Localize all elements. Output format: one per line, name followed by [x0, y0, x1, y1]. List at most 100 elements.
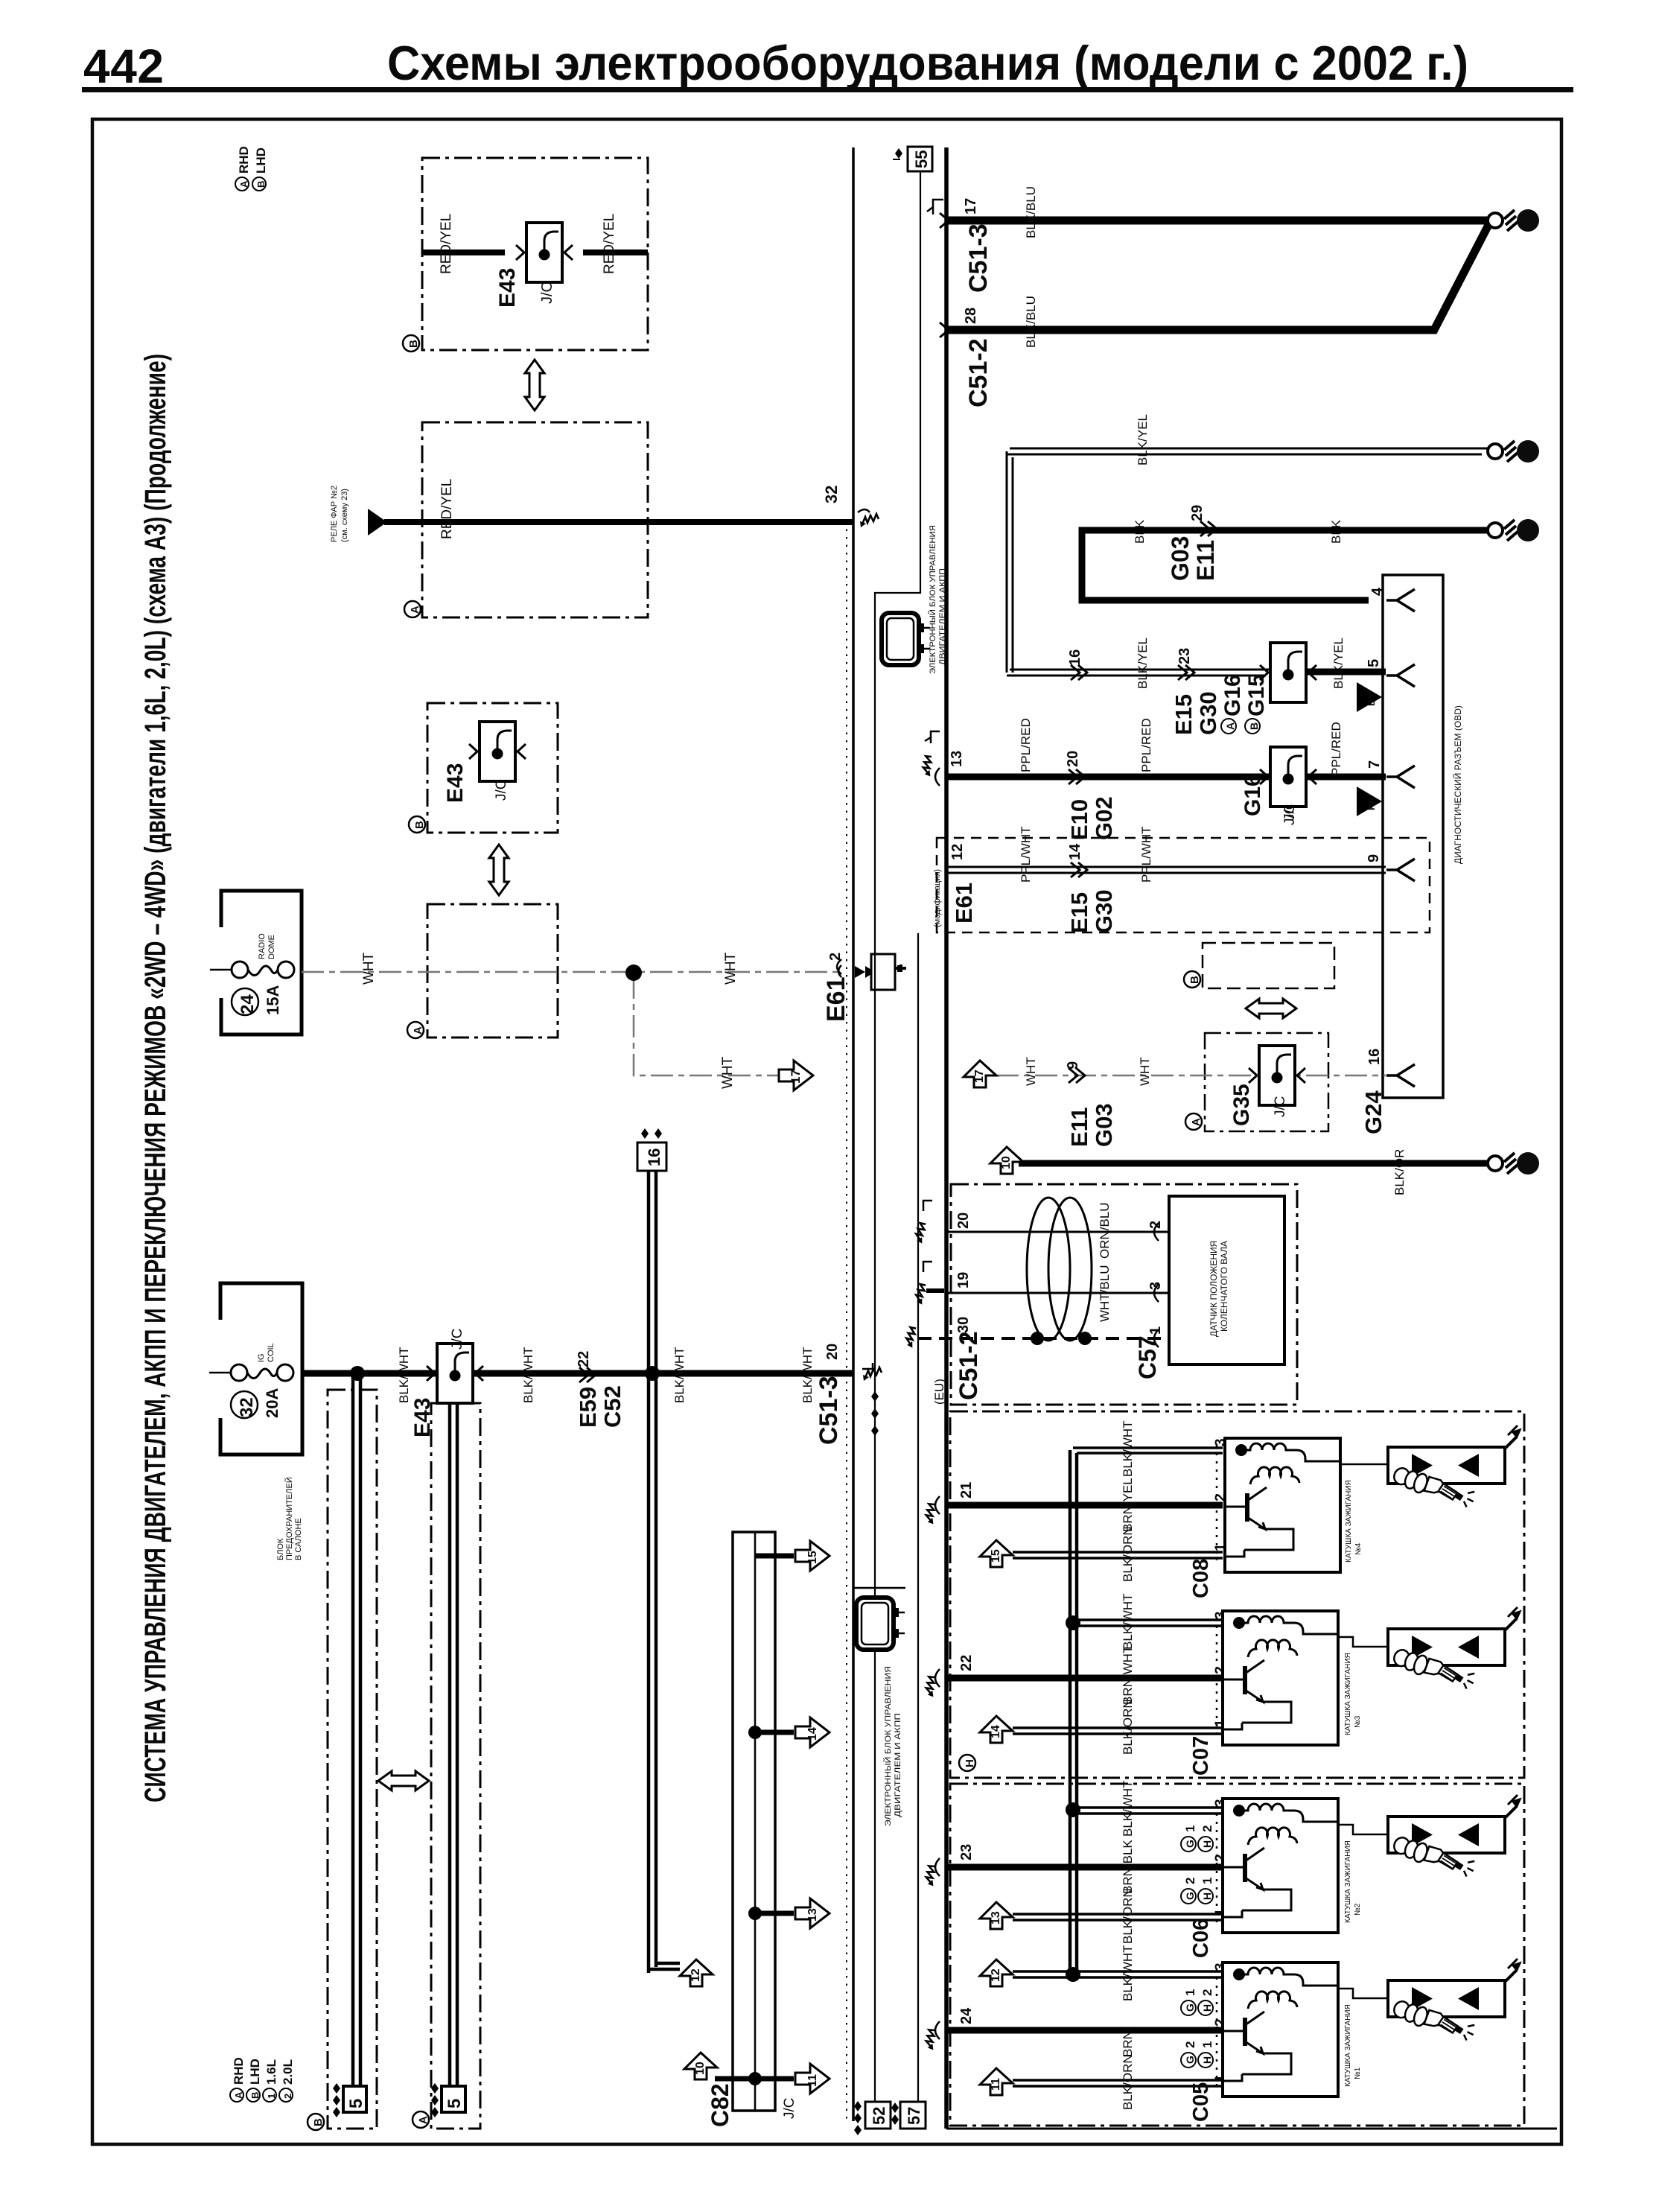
svg-text:BLK/WHT: BLK/WHT	[800, 1347, 815, 1403]
svg-text:КАТУШКА ЗАЖИГАНИЯ: КАТУШКА ЗАЖИГАНИЯ	[1344, 1653, 1352, 1735]
svg-text:H: H	[1201, 2056, 1213, 2064]
svg-text:J/C: J/C	[539, 282, 555, 304]
svg-text:11: 11	[806, 2074, 819, 2087]
svg-text:17: 17	[963, 198, 979, 214]
svg-text:20A: 20A	[263, 1388, 281, 1418]
svg-text:2: 2	[1213, 1666, 1229, 1674]
svg-text:1.6L: 1.6L	[264, 2059, 278, 2085]
svg-text:H: H	[1201, 1892, 1213, 1900]
svg-text:C51-3: C51-3	[815, 1376, 843, 1445]
svg-text:G03: G03	[1091, 1103, 1117, 1147]
svg-text:16: 16	[645, 1148, 663, 1166]
svg-text:2: 2	[1213, 2018, 1229, 2027]
svg-text:BRN/WHT: BRN/WHT	[1121, 1646, 1135, 1705]
svg-text:BLK/YEL: BLK/YEL	[1136, 414, 1150, 465]
svg-text:J/C: J/C	[1282, 804, 1298, 826]
svg-text:2: 2	[1147, 1221, 1164, 1229]
svg-text:442: 442	[83, 39, 164, 93]
svg-text:1: 1	[1200, 1878, 1214, 1884]
svg-text:16: 16	[1067, 649, 1083, 666]
svg-text:1: 1	[1213, 1543, 1229, 1551]
svg-text:RED/YEL: RED/YEL	[602, 214, 617, 274]
svg-text:J/C: J/C	[782, 2098, 797, 2120]
svg-text:13: 13	[949, 751, 965, 767]
svg-text:B: B	[1248, 722, 1260, 730]
svg-text:3: 3	[1213, 1438, 1229, 1446]
svg-text:WHT: WHT	[1024, 1057, 1038, 1086]
svg-text:G16: G16	[1241, 774, 1265, 816]
svg-text:Схемы электрооборудования (мод: Схемы электрооборудования (модели с 2002…	[387, 36, 1468, 90]
svg-text:ДВИГАТЕЛЕМ И АКПП: ДВИГАТЕЛЕМ И АКПП	[894, 1713, 902, 1817]
svg-text:В САЛОНЕ: В САЛОНЕ	[294, 1518, 303, 1560]
svg-text:PPL/WHT: PPL/WHT	[1019, 826, 1033, 883]
svg-text:H: H	[964, 1759, 976, 1767]
svg-text:24: 24	[958, 2007, 975, 2024]
svg-text:B: B	[407, 340, 420, 348]
svg-text:12: 12	[990, 1968, 1002, 1982]
svg-text:22: 22	[576, 1351, 592, 1367]
svg-text:24: 24	[238, 994, 258, 1014]
svg-text:14: 14	[990, 1725, 1002, 1738]
svg-text:20: 20	[824, 1344, 841, 1360]
svg-text:14: 14	[1067, 843, 1083, 860]
svg-text:14: 14	[806, 1727, 819, 1741]
svg-text:BLK/ORN: BLK/ORN	[1121, 1699, 1135, 1755]
svg-text:BLK/WHT: BLK/WHT	[1121, 1945, 1135, 2001]
svg-text:C05: C05	[1189, 2082, 1213, 2122]
svg-text:(см. схему 23): (см. схему 23)	[340, 489, 349, 542]
svg-text:G30: G30	[1195, 691, 1221, 735]
svg-text:WHT/BLU: WHT/BLU	[1098, 1265, 1112, 1323]
svg-text:RHD: RHD	[232, 2057, 246, 2085]
svg-text:B: B	[312, 2118, 325, 2126]
svg-text:E10: E10	[1066, 799, 1092, 840]
svg-text:WHT: WHT	[723, 952, 739, 985]
svg-text:55: 55	[912, 150, 931, 168]
svg-text:PPL/RED: PPL/RED	[1329, 722, 1343, 776]
svg-text:БЛОК: БЛОК	[276, 1538, 285, 1560]
svg-text:№1: №1	[1354, 2067, 1362, 2079]
svg-text:1: 1	[266, 2094, 277, 2099]
svg-text:3: 3	[1213, 1611, 1229, 1619]
svg-text:(EU): (EU)	[932, 1379, 946, 1405]
svg-text:BLK/WHT: BLK/WHT	[397, 1347, 411, 1403]
svg-text:3: 3	[1213, 1962, 1229, 1971]
svg-text:B: B	[1188, 976, 1201, 984]
svg-text:G: G	[1184, 1840, 1196, 1848]
svg-text:1: 1	[1183, 1989, 1197, 1996]
svg-text:BLK/YEL: BLK/YEL	[1136, 638, 1150, 689]
svg-text:15: 15	[806, 1551, 819, 1564]
svg-text:1: 1	[1147, 1326, 1164, 1335]
svg-text:BLK/WHT: BLK/WHT	[1121, 1420, 1135, 1477]
svg-text:PPL/RED: PPL/RED	[1139, 718, 1153, 772]
svg-text:23: 23	[958, 1844, 975, 1860]
svg-text:2: 2	[1213, 1854, 1229, 1862]
svg-text:№3: №3	[1354, 1715, 1362, 1728]
svg-text:10: 10	[1000, 1156, 1013, 1169]
svg-text:A: A	[1190, 1118, 1203, 1126]
svg-text:BLK/BLU: BLK/BLU	[1024, 186, 1038, 238]
svg-text:№2: №2	[1354, 1903, 1362, 1916]
svg-text:H: H	[1201, 1840, 1213, 1848]
svg-text:2: 2	[1200, 1989, 1214, 1996]
svg-text:BLK/BLU: BLK/BLU	[1024, 296, 1038, 348]
svg-text:A: A	[238, 180, 249, 188]
svg-text:G02: G02	[1091, 796, 1117, 840]
svg-text:E15: E15	[1171, 694, 1197, 735]
svg-text:BLK/WHT: BLK/WHT	[1121, 1780, 1135, 1837]
svg-text:G: G	[1184, 2056, 1196, 2064]
svg-text:11: 11	[990, 2078, 1002, 2091]
svg-text:РЕЛЕ ФАР №2: РЕЛЕ ФАР №2	[330, 486, 339, 542]
svg-text:BRN/BLK: BRN/BLK	[1121, 1840, 1135, 1894]
svg-text:G15: G15	[1244, 674, 1269, 716]
svg-text:C57: C57	[1134, 1335, 1161, 1379]
svg-text:C51-2: C51-2	[955, 1331, 983, 1400]
svg-text:G: G	[1184, 1892, 1196, 1900]
svg-text:BLK/ORN: BLK/ORN	[1121, 1526, 1135, 1582]
svg-text:20: 20	[1065, 751, 1081, 767]
svg-text:RED/YEL: RED/YEL	[439, 214, 454, 274]
svg-text:29: 29	[1189, 505, 1206, 521]
svg-text:BLK/WHT: BLK/WHT	[521, 1347, 535, 1403]
svg-text:2: 2	[1183, 2041, 1197, 2048]
svg-text:ДАТЧИК ПОЛОЖЕНИЯ: ДАТЧИК ПОЛОЖЕНИЯ	[1209, 1241, 1219, 1337]
svg-text:A: A	[233, 2091, 244, 2099]
